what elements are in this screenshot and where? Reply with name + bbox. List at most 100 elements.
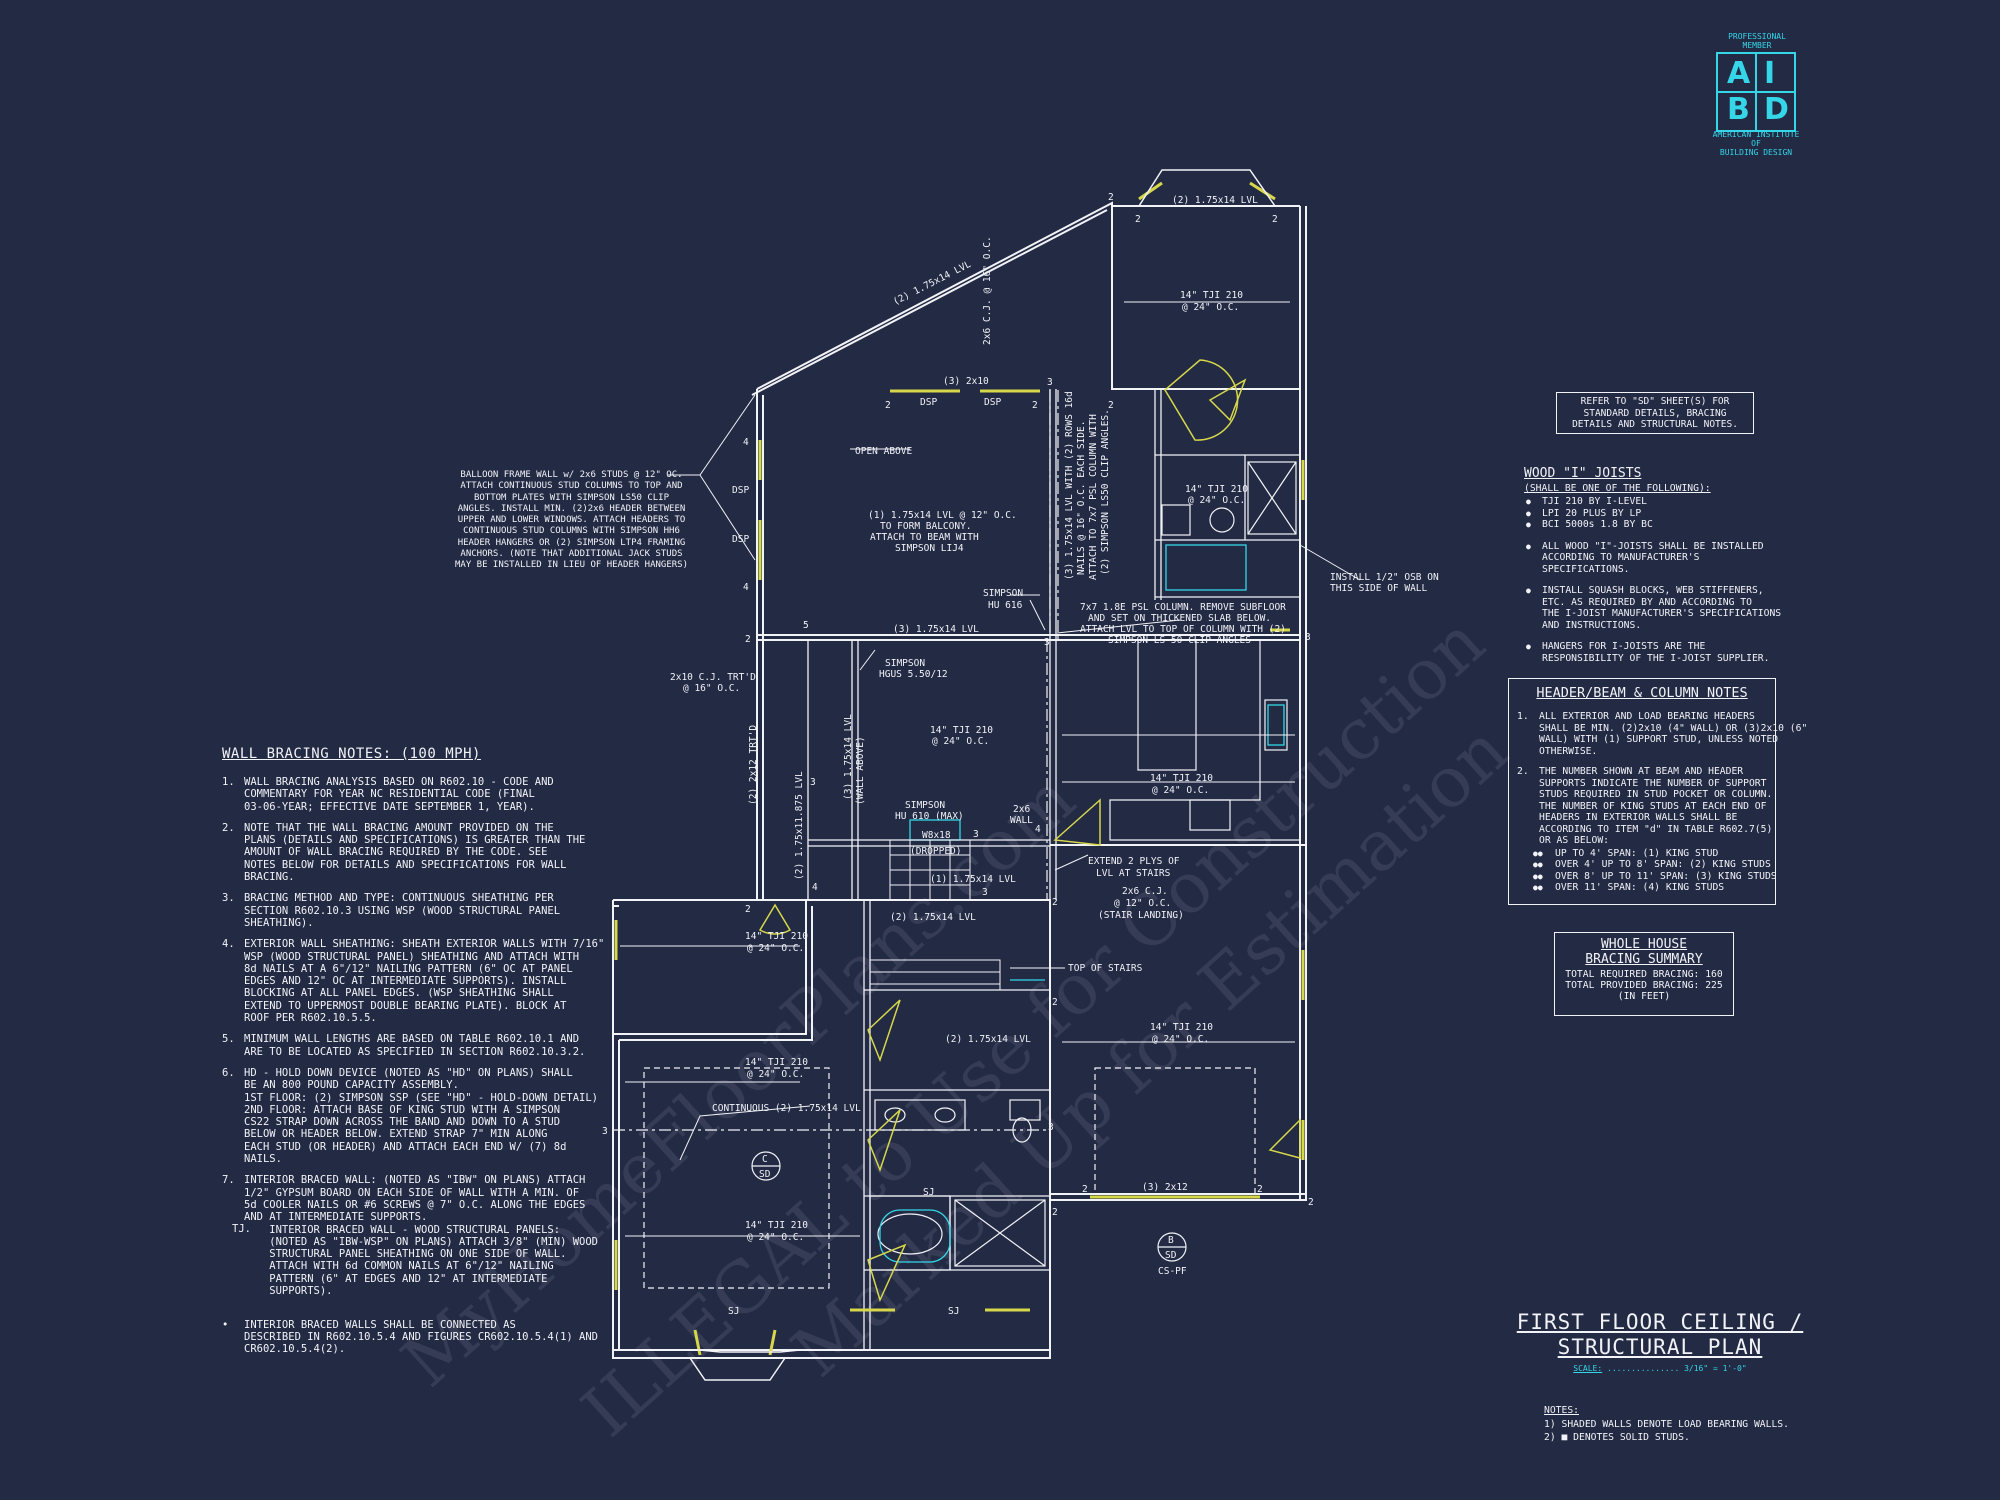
- label-tji-kitchen-2: @ 24" O.C.: [1152, 785, 1209, 796]
- label-top-beam: (2) 1.75x14 LVL: [1172, 195, 1258, 206]
- label-continuous-lvl: CONTINUOUS (2) 1.75x14 LVL: [712, 1103, 861, 1114]
- label-vert-lvl-4: (2) SIMPSON LS50 CLIP ANGLES.: [1100, 409, 1111, 575]
- bracing-unit: (IN FEET): [1617, 991, 1671, 1002]
- label-tji-mid-1: 14" TJI 210: [930, 725, 993, 736]
- label-cj-stair-2: @ 12" O.C.: [1114, 898, 1171, 909]
- label-cj-stair-3: (STAIR LANDING): [1098, 910, 1184, 921]
- label-lvl-wall-2: (WALL ABOVE): [855, 736, 866, 805]
- label-sj-2: SJ: [728, 1306, 739, 1317]
- logo-bottom-line-2: OF: [1751, 139, 1761, 148]
- bracing-summary-title-2: BRACING SUMMARY: [1585, 952, 1703, 967]
- label-balcony-3: ATTACH TO BEAM WITH: [870, 532, 979, 543]
- header-beam-notes: HEADER/BEAM & COLUMN NOTES 1.ALL EXTERIO…: [1508, 678, 1807, 905]
- label-tji-bottom-2: @ 24" O.C.: [747, 1232, 804, 1243]
- label-tji-bath-2: @ 24" O.C.: [1188, 495, 1245, 506]
- plan-labels: (2) 1.75x14 LVL (2) 1.75x14 LVL 2x6 C.J.…: [602, 192, 1439, 1317]
- label-tji-lower-left-1: 14" TJI 210: [745, 1057, 808, 1068]
- label-mid-lvl: (3) 1.75x14 LVL: [893, 624, 979, 635]
- dimension-lines: [620, 301, 1295, 1237]
- label-simpson-hu616-2: HU 616: [988, 600, 1023, 611]
- label-cj-trtd-2: @ 16" O.C.: [683, 683, 740, 694]
- bracing-required: TOTAL REQUIRED BRACING: 160: [1565, 969, 1723, 980]
- label-extend-2: LVL AT STAIRS: [1096, 868, 1171, 879]
- stud-num: 4: [743, 582, 749, 593]
- label-balcony-2: TO FORM BALCONY.: [880, 521, 972, 532]
- watermark-line-3: Marked Up for Estimation: [777, 709, 1524, 1393]
- wall-bracing-item-6: 6.HD - HOLD DOWN DEVICE (NOTED AS "HD" O…: [222, 1066, 599, 1166]
- label-top-of-stairs: TOP OF STAIRS: [1068, 963, 1143, 974]
- stud-num: 2: [1082, 1184, 1088, 1195]
- stud-num: 3: [973, 829, 979, 840]
- bracing-provided: TOTAL PROVIDED BRACING: 225: [1565, 980, 1723, 991]
- label-tji-kitchen-1: 14" TJI 210: [1150, 773, 1213, 784]
- wall-bracing-item-4: 4.EXTERIOR WALL SHEATHING: SHEATH EXTERI…: [222, 938, 605, 1025]
- span-rule: ●●OVER 8' UP TO 11' SPAN: (3) KING STUDS: [1533, 870, 1777, 882]
- refer-box: REFER TO "SD" SHEET(S) FOR STANDARD DETA…: [1556, 392, 1754, 434]
- label-psl-3: ATTACH LVL TO TOP OF COLUMN WITH (2): [1080, 624, 1286, 635]
- logo-letter-a: A: [1727, 56, 1751, 91]
- wall-bracing-notes: 1.WALL BRACING ANALYSIS BASED ON R602.10…: [222, 776, 605, 1364]
- label-psl-4: SIMPSON LS 50 CLIP ANGLES: [1108, 635, 1251, 646]
- tj-marker: TJ.: [232, 1223, 251, 1236]
- scale-label: SCALE:: [1573, 1364, 1603, 1373]
- aibd-logo: PROFESSIONAL MEMBER A I B D AMERICAN INS…: [1700, 32, 1812, 162]
- label-dsp-4: DSP: [732, 534, 749, 545]
- joist-note: ●HANGERS FOR I-JOISTS ARE THE RESPONSIBI…: [1526, 641, 1770, 664]
- scale-value: 3/16" = 1'-0": [1684, 1364, 1747, 1373]
- label-dsp-1: DSP: [920, 397, 937, 408]
- stud-num: 2: [1052, 997, 1058, 1008]
- label-detail-c-sd: SD: [759, 1169, 771, 1180]
- logo-letter-d: D: [1764, 92, 1789, 127]
- label-2x12: (2) 2x12 TRT'D: [748, 725, 759, 805]
- joist-note: ●ALL WOOD "I"-JOISTS SHALL BE INSTALLED …: [1526, 540, 1764, 575]
- stud-num: 2: [745, 634, 751, 645]
- label-sj-3: SJ: [948, 1306, 959, 1317]
- label-balcony-1: (1) 1.75x14 LVL @ 12" O.C.: [868, 510, 1017, 521]
- logo-bottom-line-1: AMERICAN INSTITUTE: [1712, 130, 1800, 139]
- wall-bracing-item-5: 5.MINIMUM WALL LENGTHS ARE BASED ON TABL…: [222, 1033, 586, 1058]
- joist-note: ●INSTALL SQUASH BLOCKS, WEB STIFFENERS, …: [1526, 585, 1782, 631]
- sheet-title-line-1: FIRST FLOOR CEILING /: [1516, 1310, 1804, 1334]
- label-cs-pf: CS-PF: [1158, 1266, 1187, 1277]
- beam-lines: [613, 390, 1300, 1201]
- logo-bottom-line-3: BUILDING DESIGN: [1719, 148, 1793, 157]
- label-tji-top-right-1: 14" TJI 210: [1180, 290, 1243, 301]
- stud-num: 2: [1272, 214, 1278, 225]
- stud-num: 2: [1108, 192, 1114, 203]
- wall-bracing-title: WALL BRACING NOTES: (100 MPH): [222, 746, 481, 762]
- load-bearing-walls: [614, 181, 1305, 1356]
- label-lvl-landing: (2) 1.75x14 LVL: [890, 912, 976, 923]
- label-simpson-hgus-1: SIMPSON: [885, 658, 925, 669]
- fixtures: [643, 461, 1300, 1289]
- label-vert-lvl-3: ATTACH TO 7x7 PSL COLUMN WITH: [1088, 414, 1099, 580]
- span-rule: ●●OVER 4' UP TO 8' SPAN: (2) KING STUDS: [1533, 859, 1771, 870]
- refer-box-text: REFER TO "SD" SHEET(S) FOR STANDARD DETA…: [1572, 396, 1738, 430]
- label-osb-2: THIS SIDE OF WALL: [1330, 583, 1428, 594]
- label-tji-lower-left-2: @ 24" O.C.: [747, 1069, 804, 1080]
- bay-windows: [680, 169, 1276, 1381]
- label-psl-1: 7x7 1.8E PSL COLUMN. REMOVE SUBFLOOR: [1080, 602, 1286, 613]
- stud-num: 2: [1052, 1207, 1058, 1218]
- logo-top-text: PROFESSIONAL MEMBER: [1728, 32, 1786, 50]
- footer-notes: NOTES: 1) SHADED WALLS DENOTE LOAD BEARI…: [1544, 1405, 1814, 1443]
- bracing-summary-title-1: WHOLE HOUSE: [1600, 937, 1688, 952]
- label-detail-b-sd: SD: [1165, 1250, 1177, 1261]
- label-wall-2x6-2: WALL: [1010, 815, 1033, 826]
- label-vert-lvl-1: (3) 1.75x14 LVL WITH (2) ROWS 16d: [1064, 391, 1075, 580]
- detail-markers: [751, 1151, 1187, 1262]
- joist-option: ●TJI 210 BY I-LEVEL: [1526, 496, 1647, 507]
- stud-num: 2: [1257, 1184, 1263, 1195]
- label-simpson-hgus-2: HGUS 5.50/12: [879, 669, 948, 680]
- span-rule: ●●UP TO 4' SPAN: (1) KING STUD: [1533, 847, 1719, 859]
- label-simpson-hu610-1: SIMPSON: [905, 800, 945, 811]
- stud-num: 4: [1035, 824, 1041, 835]
- label-tji-left-1: 14" TJI 210: [745, 931, 808, 942]
- stairs: [869, 839, 1001, 991]
- stud-num: 2: [1032, 400, 1038, 411]
- stud-num: 3: [1048, 1122, 1054, 1133]
- wall-bracing-item-8: •INTERIOR BRACED WALLS SHALL BE CONNECTE…: [222, 1318, 599, 1356]
- label-tji-bath-1: 14" TJI 210: [1185, 484, 1248, 495]
- label-cj-diag: 2x6 C.J. @ 16" O.C.: [982, 236, 993, 345]
- label-tji-left-2: @ 24" O.C.: [747, 943, 804, 954]
